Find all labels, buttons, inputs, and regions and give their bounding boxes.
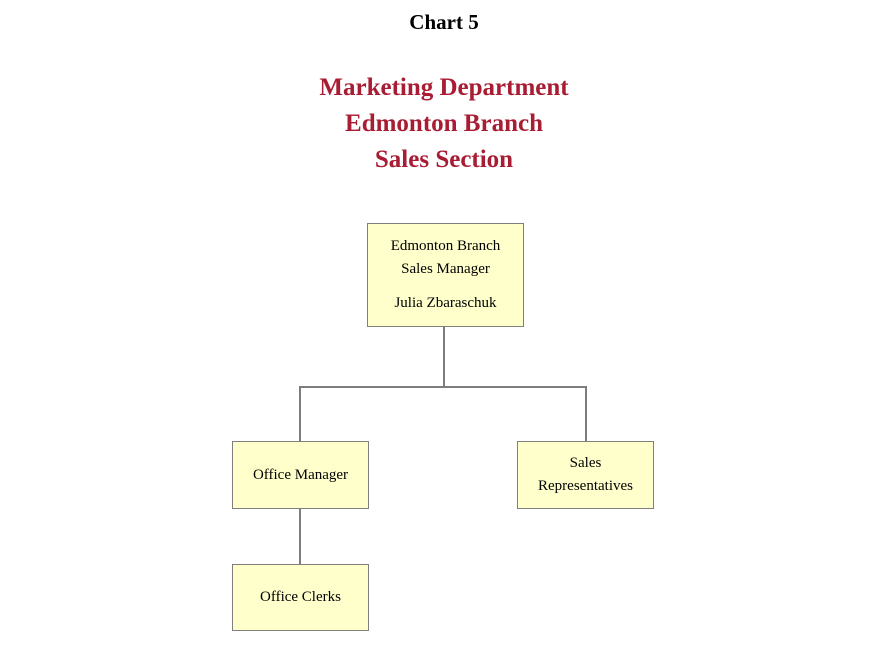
org-node-title-line: Sales — [569, 455, 602, 471]
page-title-line-department: Marketing Department — [319, 74, 569, 101]
org-node-title-line: Representatives — [538, 478, 633, 494]
page-title-line-section: Sales Section — [374, 146, 514, 173]
connector-to-office-clerks — [299, 509, 301, 564]
org-node-person-name: Julia Zbaraschuk — [394, 295, 497, 311]
chart-number-label: Chart 5 — [409, 10, 479, 34]
org-node-title-line: Office Manager — [252, 466, 349, 483]
page-title: Marketing Department Edmonton Branch Sal… — [0, 70, 888, 178]
org-node-title-line: Edmonton Branch — [390, 238, 501, 254]
org-node-title-line: Office Clerks — [260, 589, 341, 605]
connector-horizontal-bar — [299, 386, 587, 388]
connector-manager-down — [443, 327, 445, 387]
connector-to-sales-representatives — [585, 386, 587, 441]
connector-to-office-manager — [299, 386, 301, 441]
org-node-sales-manager: Edmonton Branch Sales Manager Julia Zbar… — [367, 223, 524, 327]
org-node-title-line: Sales Manager — [401, 261, 490, 277]
org-node-sales-representatives: Sales Representatives — [517, 441, 654, 509]
org-node-office-clerks: Office Clerks — [232, 564, 369, 631]
page-title-line-branch: Edmonton Branch — [345, 110, 543, 137]
org-node-office-manager: Office Manager — [232, 441, 369, 509]
